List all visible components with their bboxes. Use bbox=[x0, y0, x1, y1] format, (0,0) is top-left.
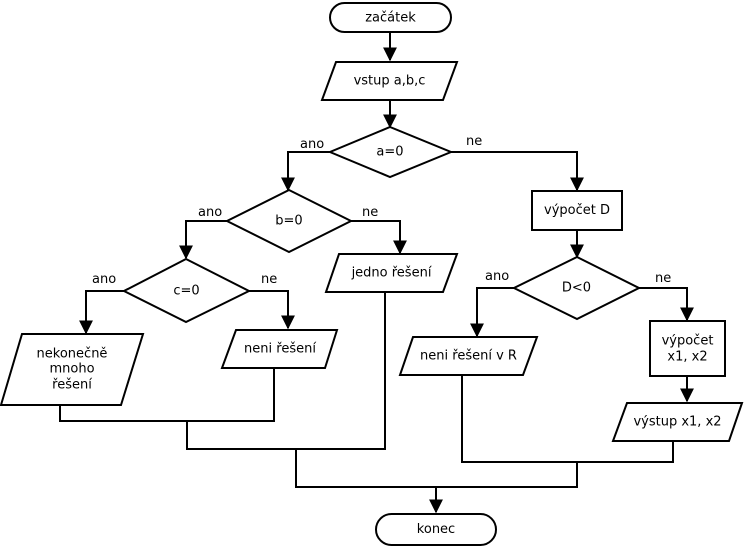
edge-label-c-yes: ano bbox=[92, 272, 116, 287]
input-parallelogram: vstup a,b,c bbox=[320, 61, 459, 101]
edge-d-yes bbox=[470, 287, 514, 338]
condition-a-diamond: a=0 bbox=[327, 125, 454, 179]
edge-merge-b-branches bbox=[186, 292, 386, 450]
infinite-solutions-line-3: řešení bbox=[52, 378, 92, 393]
edge-a-yes bbox=[281, 151, 330, 192]
output-x-parallelogram: výstup x1, x2 bbox=[611, 402, 744, 442]
no-solution-r-output: neni řešení v R bbox=[398, 336, 539, 376]
condition-d-label: D<0 bbox=[562, 281, 591, 296]
start-terminal: začátek bbox=[329, 2, 452, 33]
no-solution-r-label: neni řešení v R bbox=[420, 349, 517, 364]
infinite-solutions-output: nekonečně mnoho řešení bbox=[0, 333, 145, 406]
condition-b-label: b=0 bbox=[275, 214, 302, 229]
edge-b-yes bbox=[179, 220, 227, 260]
output-x-label: výstup x1, x2 bbox=[633, 415, 721, 430]
edge-merge-d-branches bbox=[461, 375, 674, 463]
condition-c-label: c=0 bbox=[173, 284, 199, 299]
no-solution-label: neni řešení bbox=[244, 342, 316, 357]
end-label: konec bbox=[417, 522, 455, 537]
edge-label-b-no: ne bbox=[362, 205, 378, 220]
edge-label-d-no: ne bbox=[655, 271, 671, 286]
edge-label-d-yes: ano bbox=[485, 269, 509, 284]
infinite-solutions-line-2: mnoho bbox=[49, 362, 94, 377]
edge-a-no bbox=[451, 151, 584, 192]
compute-x-line-2: x1, x2 bbox=[667, 350, 707, 365]
edge-b-no bbox=[351, 220, 407, 255]
compute-d-process: výpočet D bbox=[531, 190, 623, 231]
compute-x-process: výpočet x1, x2 bbox=[649, 320, 726, 377]
condition-b-diamond: b=0 bbox=[224, 188, 354, 254]
infinite-solutions-line-1: nekonečně bbox=[37, 347, 108, 362]
edge-merge-c-branches bbox=[59, 368, 275, 422]
compute-x-line-1: výpočet bbox=[662, 334, 714, 349]
condition-c-diamond: c=0 bbox=[121, 257, 252, 324]
start-label: začátek bbox=[365, 11, 416, 26]
end-terminal: konec bbox=[375, 513, 497, 546]
edge-c-no bbox=[249, 290, 295, 330]
edge-label-c-no: ne bbox=[261, 272, 277, 287]
compute-d-label: výpočet D bbox=[544, 203, 610, 218]
edge-label-a-yes: ano bbox=[300, 137, 324, 152]
input-label: vstup a,b,c bbox=[354, 74, 426, 89]
edge-label-a-no: ne bbox=[466, 134, 482, 149]
condition-d-diamond: D<0 bbox=[511, 255, 642, 321]
condition-a-label: a=0 bbox=[376, 145, 403, 160]
edge-d-no bbox=[639, 287, 694, 322]
one-solution-label: jedno řešení bbox=[351, 266, 432, 281]
edge-c-yes bbox=[79, 290, 124, 335]
edge-label-b-yes: ano bbox=[198, 205, 222, 220]
no-solution-output: neni řešení bbox=[220, 329, 339, 369]
edge-merge-all bbox=[295, 449, 578, 488]
one-solution-output: jedno řešení bbox=[324, 253, 459, 293]
